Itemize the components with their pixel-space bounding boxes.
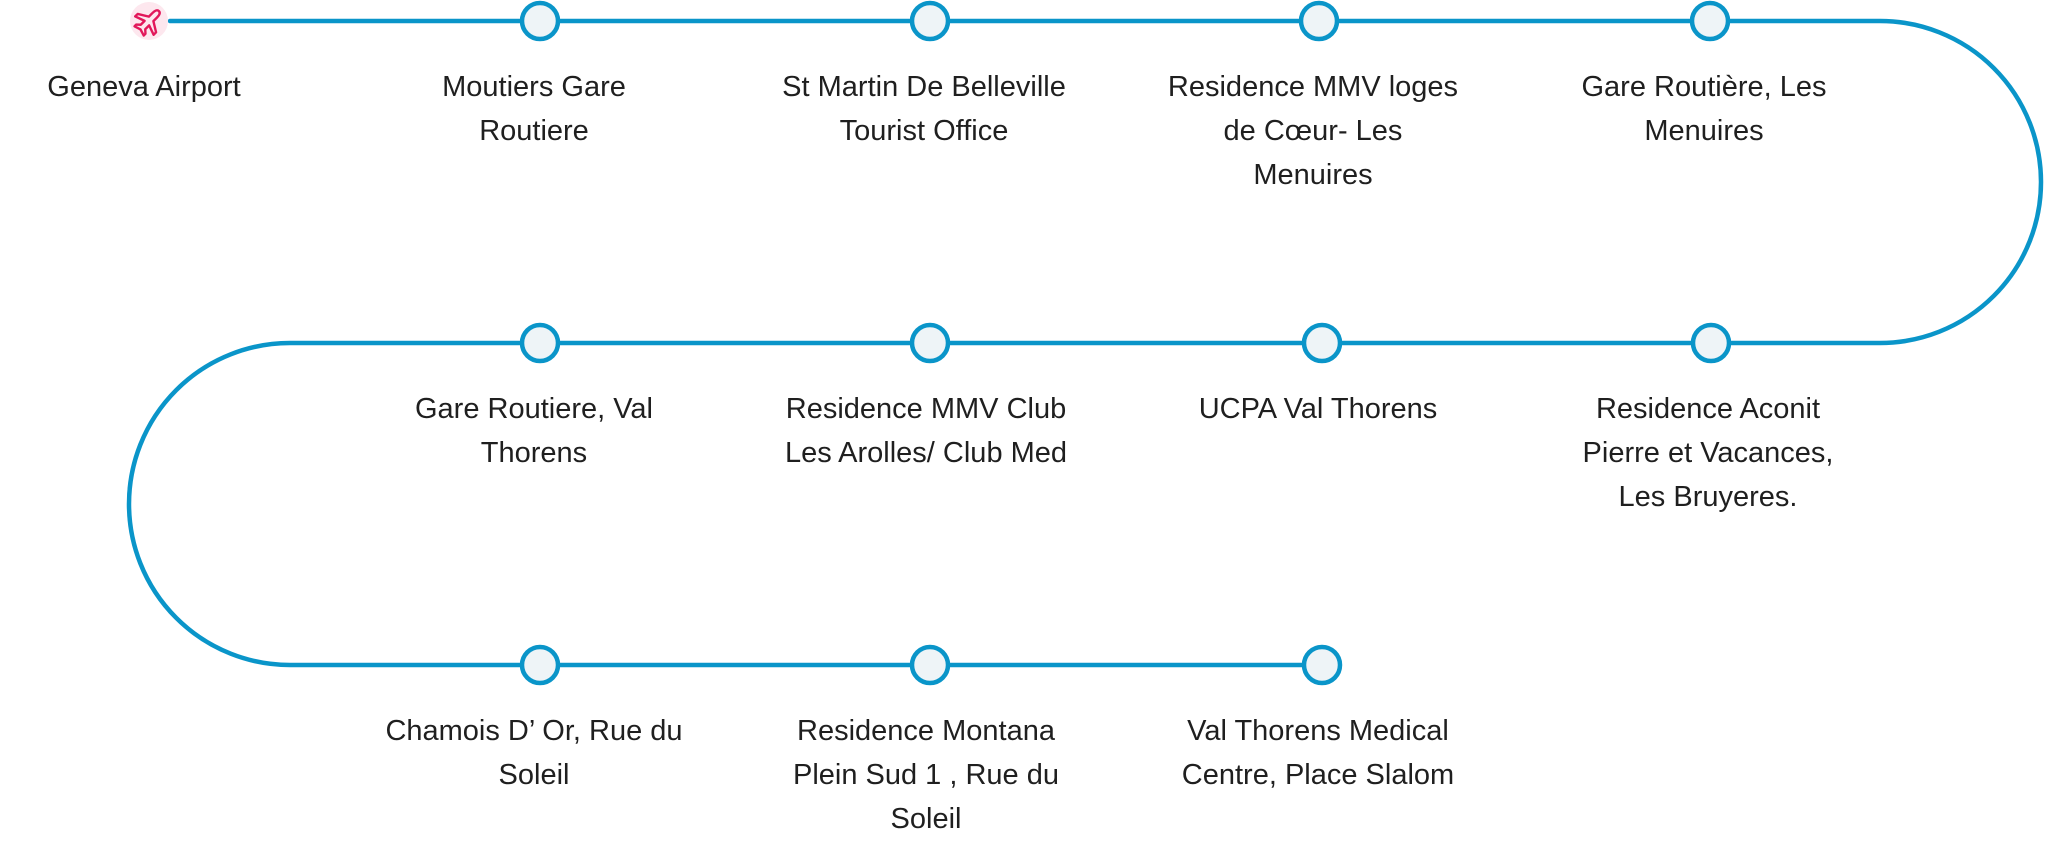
stop-label: Gare Routiere, Val Thorens	[414, 393, 654, 469]
stop-marker	[1689, 0, 1731, 42]
stop-label: Val Thorens Medical Centre, Place Slalom	[1181, 715, 1455, 791]
stop-label: Moutiers Gare Routiere	[442, 71, 626, 147]
stop-label-origin: Geneva Airport	[47, 71, 241, 103]
stop-label: Chamois D’ Or, Rue du Soleil	[385, 715, 683, 791]
stop-label: Residence MMV Club Les Arolles/ Club Med	[784, 393, 1068, 469]
stop-marker	[519, 644, 561, 686]
stop-marker	[909, 644, 951, 686]
airport-icon-background	[130, 2, 168, 40]
stop-marker	[909, 322, 951, 364]
stop-label: Residence Aconit Pierre et Vacances, Les…	[1582, 393, 1834, 513]
stop-marker	[519, 0, 561, 42]
stop-label: Residence MMV loges de Cœur- Les Menuire…	[1167, 71, 1459, 191]
stop-marker	[909, 0, 951, 42]
airport-marker	[130, 2, 168, 40]
stop-label: UCPA Val Thorens	[1198, 393, 1438, 425]
stop-label: St Martin De Belleville Tourist Office	[782, 71, 1066, 147]
route-line	[126, 18, 2044, 668]
stop-marker	[1301, 322, 1343, 364]
stop-marker	[1690, 322, 1732, 364]
airplane-icon	[133, 9, 161, 37]
stop-marker	[1301, 644, 1343, 686]
stop-label: Gare Routière, Les Menuires	[1581, 71, 1827, 147]
stop-label: Residence Montana Plein Sud 1 , Rue du S…	[792, 715, 1059, 835]
stop-marker	[519, 322, 561, 364]
stop-marker	[1298, 0, 1340, 42]
